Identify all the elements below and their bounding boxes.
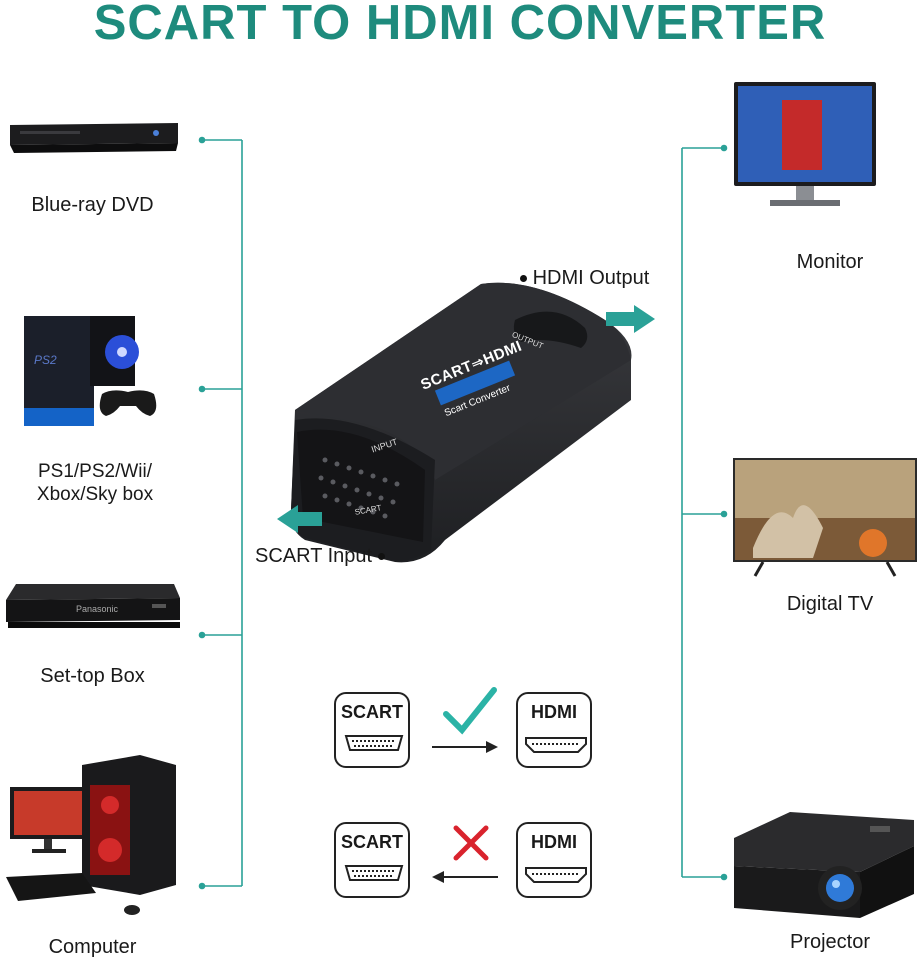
page-title: SCART TO HDMI CONVERTER (93, 0, 827, 50)
scart-box-supported: SCART (334, 692, 410, 768)
input-arrow-icon (277, 505, 322, 533)
stb-brand: Panasonic (76, 604, 119, 614)
hdmi-connector-icon (525, 737, 587, 753)
bullet-dot (377, 553, 385, 561)
monitor-icon (734, 82, 876, 206)
check-icon (443, 687, 497, 735)
hdmi-connector-icon (525, 867, 587, 883)
source-label-bluray: Blue-ray DVD (31, 194, 154, 216)
scart-connector-icon (344, 865, 404, 881)
scart-converter-device (290, 282, 632, 563)
digital-tv-icon (733, 458, 917, 577)
hdmi-box-unsupported: HDMI (516, 822, 592, 898)
bullet-dot (520, 275, 527, 283)
output-label-monitor: Monitor (796, 251, 864, 273)
output-arrow-icon (606, 305, 655, 333)
scart-box-unsupported: SCART (334, 822, 410, 898)
hdmi-output-callout: HDMI Output (520, 267, 649, 290)
scart-connector-icon (344, 735, 404, 751)
source-label-computer: Computer (48, 936, 137, 958)
source-label-settopbox: Set-top Box (40, 665, 145, 687)
set-top-box-icon (6, 584, 180, 628)
desktop-computer-icon (6, 755, 176, 915)
output-label-digitaltv: Digital TV (786, 593, 874, 615)
output-label-projector: Projector (789, 931, 871, 953)
projector-icon (734, 812, 914, 918)
cross-icon (453, 825, 489, 861)
console-logo: PS2 (34, 353, 57, 367)
game-console-icon (24, 316, 157, 426)
bluray-player-icon (10, 123, 178, 153)
source-label-console: PS1/PS2/Wii/ Xbox/Sky box (36, 461, 154, 505)
hdmi-box-supported: HDMI (516, 692, 592, 768)
scart-input-callout: SCART Input (255, 545, 385, 568)
